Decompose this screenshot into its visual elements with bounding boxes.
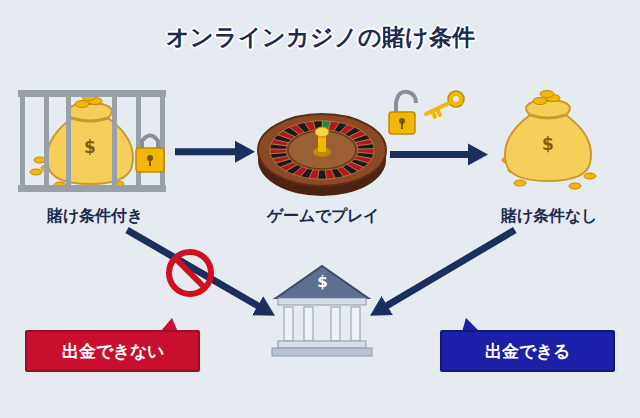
open-padlock — [389, 92, 416, 134]
key — [453, 96, 459, 102]
prohibited-sign — [175, 258, 205, 288]
flow-arrow — [390, 151, 470, 158]
bank-building — [331, 307, 340, 341]
money-bag — [533, 98, 547, 105]
callout-box: 出金できる — [440, 330, 615, 372]
bank-building — [351, 307, 360, 341]
cage-bars — [112, 90, 117, 192]
coin-pile — [584, 173, 596, 179]
roulette-node: ゲームでプレイ — [255, 95, 390, 230]
cage-bars — [66, 90, 71, 192]
roulette-pocket — [270, 149, 286, 154]
bank-building — [304, 307, 313, 341]
money-bag — [75, 101, 89, 108]
money-bag — [47, 94, 133, 185]
coin-pile — [514, 180, 526, 186]
node-label: 賭け条件なし — [501, 206, 597, 227]
roulette-wheel — [315, 127, 329, 137]
money-bag — [505, 101, 591, 181]
bank-building — [278, 298, 366, 305]
bank-building — [272, 348, 372, 356]
padlock — [149, 159, 151, 166]
bank-building — [284, 307, 293, 341]
money-bag — [72, 118, 108, 121]
money-bag — [540, 91, 554, 98]
cage-bars — [18, 90, 166, 97]
money-bag — [530, 115, 566, 118]
coin-pile — [30, 169, 42, 175]
callout-box: 出金できない — [25, 330, 200, 372]
flow-arrow — [127, 230, 259, 307]
bank-building — [272, 266, 372, 356]
caged-bag-node: 賭け条件付き — [15, 85, 175, 230]
bag-symbol: $ — [542, 134, 554, 154]
cage-bars — [18, 90, 166, 192]
callout-text: 出金できない — [62, 340, 164, 363]
roulette-wheel — [258, 114, 386, 196]
key — [426, 91, 464, 117]
cage-bars — [160, 90, 165, 192]
bag-node: 賭け条件なし — [488, 92, 610, 230]
key — [448, 91, 464, 107]
cage-bars — [44, 90, 49, 192]
coin-pile — [569, 183, 581, 189]
bank-building — [276, 266, 368, 298]
node-label: 賭け条件付き — [47, 206, 143, 227]
roulette-wheel — [270, 121, 374, 179]
key — [426, 103, 449, 117]
prohibited-sign — [169, 252, 211, 294]
padlock — [136, 136, 164, 173]
node-label: $ — [317, 273, 327, 291]
node-label: ゲームでプレイ — [267, 206, 379, 227]
flow-arrow — [385, 230, 514, 307]
bank-node: $ — [275, 264, 370, 358]
open-padlock — [401, 122, 403, 129]
prohibited-sign — [169, 252, 211, 294]
callout-text: 出金できる — [485, 340, 570, 363]
bag-symbol: $ — [84, 137, 96, 157]
open-padlock — [396, 92, 416, 114]
roulette-pocket — [357, 144, 374, 149]
money-bag — [505, 91, 591, 182]
roulette-wheel — [258, 114, 386, 186]
roulette-pocket — [325, 170, 335, 180]
open-padlock — [389, 112, 415, 134]
cage-bars — [18, 185, 166, 192]
money-bag — [47, 104, 133, 184]
flow-arrow — [175, 148, 237, 155]
cage-bars — [20, 90, 25, 192]
diagram-title: オンラインカジノの賭け条件 — [0, 22, 640, 53]
padlock — [136, 148, 164, 172]
bank-building — [278, 341, 366, 348]
